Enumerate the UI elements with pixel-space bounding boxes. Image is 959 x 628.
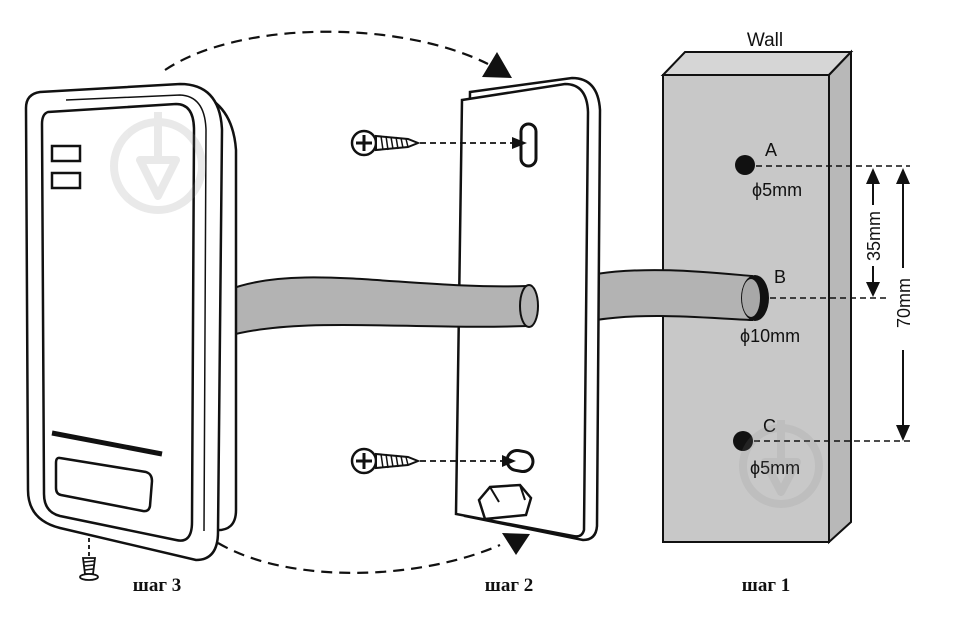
watermark-logo-right (739, 420, 823, 508)
dimension-70mm (896, 168, 910, 441)
reader-nameplate (54, 456, 154, 513)
step-3-label: шаг 3 (133, 575, 181, 596)
step-2-label: шаг 2 (485, 575, 533, 596)
reader-divider-bar (51, 430, 163, 457)
backplate-latch (477, 483, 533, 521)
hole-c-diameter: ϕ5mm (750, 458, 800, 478)
wall-label: Wall (747, 30, 783, 51)
reader-unit (24, 82, 238, 562)
screw-bottom-arrowhead (502, 455, 516, 467)
hole-a-diameter: ϕ5mm (752, 180, 802, 200)
watermark-logo-left (110, 112, 206, 214)
dimension-35mm-label: 35mm (864, 211, 884, 261)
arrow-bottom-curve (217, 542, 501, 574)
arrow-top-head (482, 52, 512, 78)
hole-a-label: A (765, 140, 777, 160)
wall-side-face (828, 49, 852, 545)
cable-backplate-to-reader (227, 276, 539, 338)
screw-reader-bottom (79, 538, 99, 581)
backplate-slot-top (519, 122, 538, 168)
hole-b-diameter: ϕ10mm (740, 326, 800, 346)
dimension-70mm-label: 70mm (894, 278, 914, 328)
hole-b-label: B (774, 267, 786, 287)
screw-bottom (350, 447, 421, 475)
screw-top-arrowhead (512, 137, 527, 149)
reader-face (40, 102, 196, 542)
arrow-top-curve (164, 30, 489, 71)
hole-c-label: C (763, 416, 776, 436)
dimension-35mm (866, 168, 880, 297)
hole-c (733, 431, 753, 451)
hole-a (735, 155, 755, 175)
wall-top-face (660, 51, 854, 76)
arrow-bottom-head (502, 533, 530, 555)
led-indicator-bottom (50, 171, 82, 190)
reader-bevel-line (65, 94, 207, 532)
screw-top (350, 129, 421, 157)
dimension-extension-lines (754, 165, 912, 442)
cable-wall-to-backplate (595, 269, 769, 322)
led-indicator-top (50, 144, 82, 163)
step-1-label: шаг 1 (742, 575, 790, 596)
